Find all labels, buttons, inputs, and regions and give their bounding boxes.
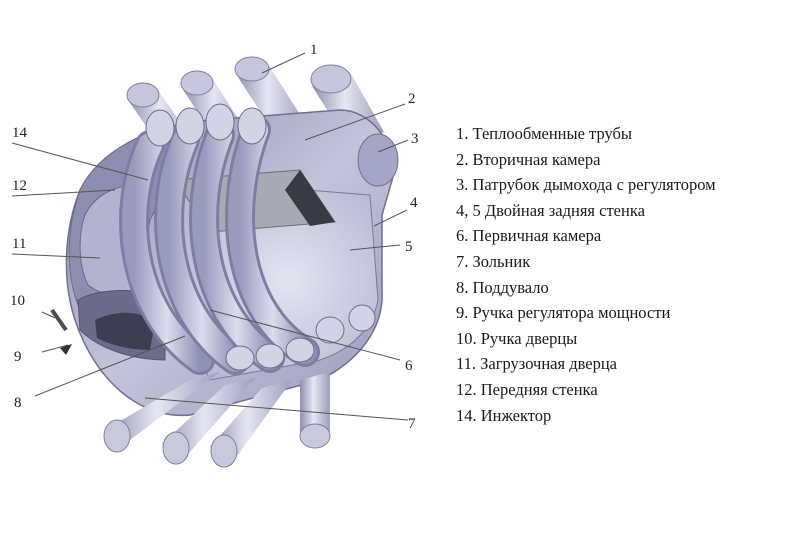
callout-11: 11 [12, 236, 26, 252]
callout-12: 12 [12, 178, 27, 194]
callout-9: 9 [14, 349, 22, 365]
callout-numbers: 1 2 3 4 5 6 7 8 9 10 11 12 14 [10, 42, 419, 432]
callout-8: 8 [14, 395, 22, 411]
callout-1: 1 [310, 42, 318, 58]
parts-legend: 1. Теплообменные трубы 2. Вторичная каме… [456, 121, 716, 428]
legend-item: 14. Инжектор [456, 405, 552, 425]
legend-item: 3. Патрубок дымохода с регулятором [456, 175, 716, 195]
callout-2: 2 [408, 91, 416, 107]
legend-item: 2. Вторичная камера [456, 149, 601, 169]
legend-item: 10. Ручка дверцы [456, 328, 578, 348]
callout-14: 14 [12, 125, 28, 141]
callout-4: 4 [410, 195, 418, 211]
callout-6: 6 [405, 358, 413, 374]
legend-item: 12. Передняя стенка [456, 379, 598, 399]
callout-7: 7 [408, 416, 416, 432]
legend-item: 11. Загрузочная дверца [456, 354, 618, 374]
callout-10: 10 [10, 293, 25, 309]
bottom-heat-exchanger-pipes [103, 372, 331, 468]
curved-heat-exchanger-tubes [119, 115, 320, 375]
callout-leader-lines [11, 52, 409, 421]
legend-item: 1. Теплообменные трубы [456, 124, 632, 143]
legend-item: 8. Поддувало [456, 277, 549, 297]
legend-item: 6. Первичная камера [456, 226, 602, 246]
legend-item: 7. Зольник [456, 251, 531, 271]
callout-3: 3 [411, 131, 419, 147]
legend-item: 9. Ручка регулятора мощности [456, 303, 671, 323]
lower-pipe-openings [145, 103, 376, 371]
arrow-tip [60, 344, 72, 355]
callout-5: 5 [405, 239, 413, 255]
legend-item: 4, 5 Двойная задняя стенка [456, 200, 645, 220]
